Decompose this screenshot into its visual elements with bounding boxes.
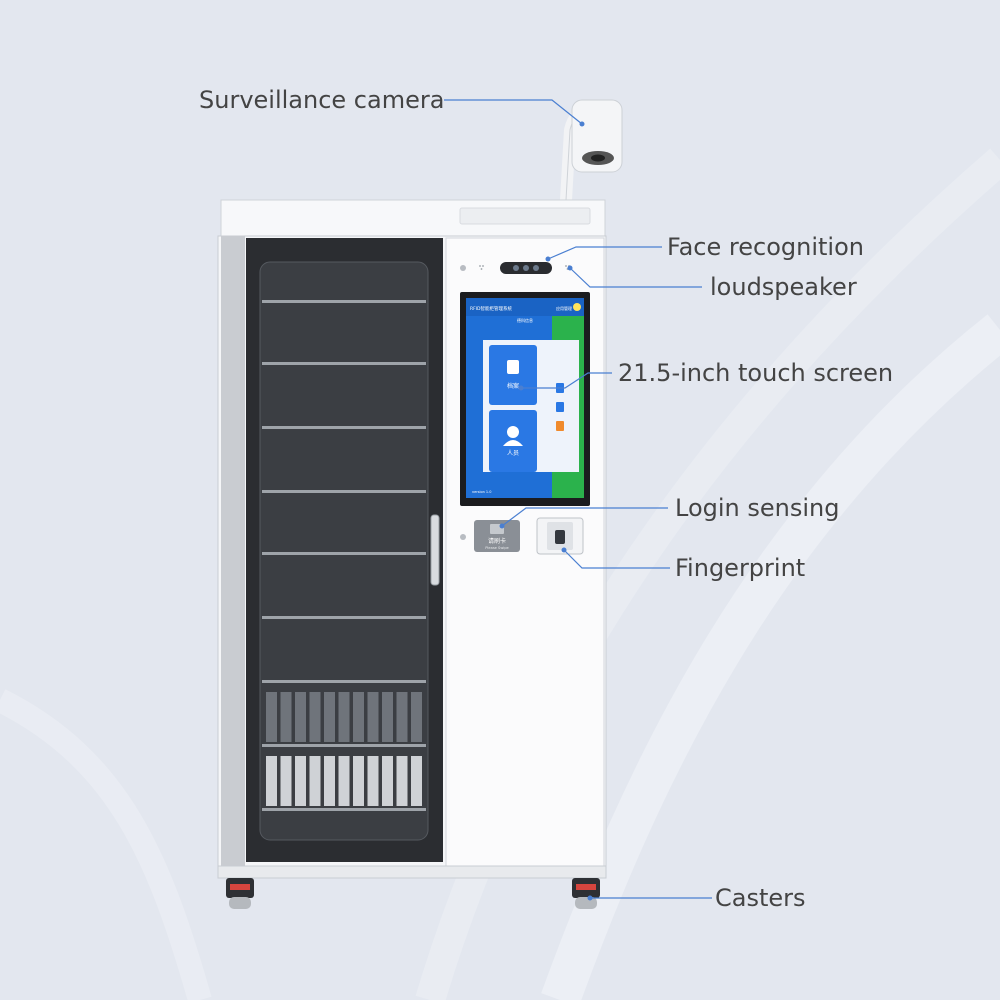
leader-lines bbox=[444, 99, 712, 901]
leader-face-dot bbox=[545, 256, 551, 262]
shelf bbox=[262, 490, 426, 493]
card-reader-label-en: Please Swipe bbox=[485, 546, 509, 550]
stored-folder bbox=[338, 692, 350, 742]
stored-folder bbox=[266, 692, 277, 742]
card-reader-label-cn: 请刷卡 bbox=[488, 537, 506, 545]
leader-fingerprint bbox=[563, 549, 670, 569]
stored-folder bbox=[309, 692, 321, 742]
leader-speaker bbox=[569, 267, 702, 288]
tile-archive-label: 档案 bbox=[507, 382, 519, 390]
cabinet-base bbox=[217, 865, 607, 879]
microphone-grille bbox=[479, 265, 484, 270]
shelves bbox=[262, 300, 426, 811]
stored-folder bbox=[396, 756, 408, 806]
stored-folder bbox=[266, 756, 277, 806]
glass-door bbox=[246, 238, 443, 862]
label-face-recognition: Face recognition bbox=[667, 233, 864, 261]
stored-folder bbox=[324, 756, 335, 806]
leader-login bbox=[501, 507, 668, 527]
screen-logo-text: 德科信息 bbox=[517, 317, 533, 323]
leader-face bbox=[547, 246, 662, 260]
leader-fingerprint-dot bbox=[561, 547, 567, 553]
label-casters: Casters bbox=[715, 884, 806, 912]
leader-login-dot bbox=[499, 523, 505, 529]
fingerprint-reader bbox=[536, 517, 584, 555]
touch-screen: RFID智能柜管理系统 应用管理 德科信息 档案 人员 version 1.0 bbox=[460, 292, 590, 506]
label-loudspeaker: loudspeaker bbox=[710, 273, 857, 301]
stored-folder bbox=[367, 692, 379, 742]
shelf bbox=[262, 808, 426, 811]
stored-folder bbox=[295, 692, 306, 742]
stored-folder bbox=[280, 692, 292, 742]
label-fingerprint: Fingerprint bbox=[675, 554, 806, 582]
stored-folder bbox=[353, 692, 364, 742]
stored-folder bbox=[324, 692, 335, 742]
right-caster bbox=[572, 878, 600, 909]
shelf bbox=[262, 680, 426, 683]
shelf bbox=[262, 616, 426, 619]
screen-header-title: RFID智能柜管理系统 bbox=[470, 305, 513, 312]
shelf bbox=[262, 744, 426, 747]
stored-folder bbox=[382, 756, 393, 806]
label-surveillance-camera: Surveillance camera bbox=[199, 86, 445, 114]
stored-folder bbox=[309, 756, 321, 806]
stored-folder bbox=[411, 692, 422, 742]
stored-folder bbox=[367, 756, 379, 806]
screen-footer: version 1.0 bbox=[472, 490, 492, 494]
shelf bbox=[262, 426, 426, 429]
label-touch-screen: 21.5-inch touch screen bbox=[618, 359, 894, 387]
stored-folder bbox=[338, 756, 350, 806]
left-caster bbox=[226, 878, 254, 909]
shelf bbox=[262, 362, 426, 365]
leader-screen-dot bbox=[518, 385, 524, 391]
stored-folder bbox=[353, 756, 364, 806]
screen-header-right: 应用管理 bbox=[556, 305, 572, 311]
leader-casters-dot bbox=[587, 895, 593, 901]
face-recognition-module bbox=[500, 262, 552, 274]
leader-camera bbox=[444, 99, 583, 125]
stored-folder bbox=[382, 692, 393, 742]
surveillance-camera bbox=[560, 99, 623, 206]
leader-speaker-dot bbox=[567, 265, 573, 271]
label-login-sensing: Login sensing bbox=[675, 494, 840, 522]
shelf bbox=[262, 552, 426, 555]
stored-folder bbox=[295, 756, 306, 806]
leader-screen bbox=[521, 372, 612, 389]
leader-camera-dot bbox=[579, 121, 585, 127]
card-reader: 请刷卡 Please Swipe bbox=[474, 520, 520, 552]
stored-folder bbox=[411, 756, 422, 806]
tile-personnel-label: 人员 bbox=[507, 450, 519, 457]
stored-folder bbox=[396, 692, 408, 742]
shelf bbox=[262, 300, 426, 303]
stored-folder bbox=[280, 756, 292, 806]
